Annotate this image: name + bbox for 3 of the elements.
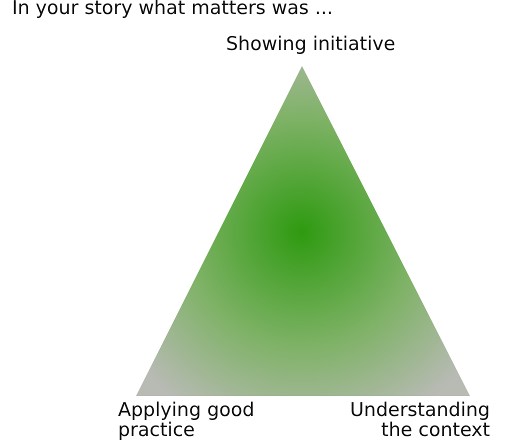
vertex-label: Applying good practice: [118, 400, 256, 440]
vertex-label: Showing initiative: [226, 34, 396, 54]
vertex-label: Understanding the context: [349, 400, 490, 440]
